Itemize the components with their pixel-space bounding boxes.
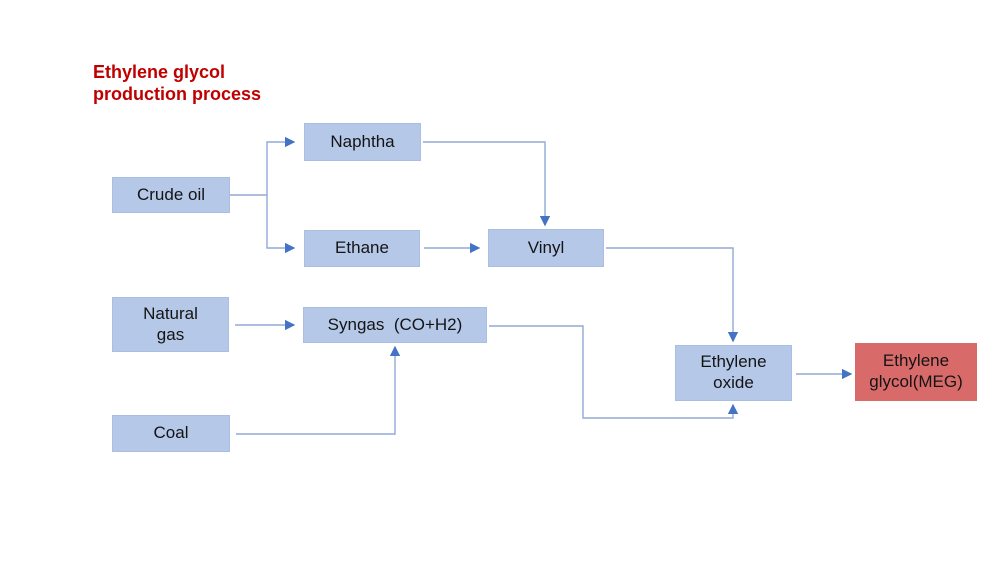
node-natural-gas: Natural gas	[112, 297, 229, 352]
node-syngas: Syngas (CO+H2)	[303, 307, 487, 343]
node-ethylene-oxide: Ethylene oxide	[675, 345, 792, 401]
edge-crude-oil-ethane	[266, 195, 296, 254]
node-ethane: Ethane	[304, 230, 420, 267]
node-vinyl: Vinyl	[488, 229, 604, 267]
diagram-title: Ethylene glycol production process	[93, 62, 262, 104]
edge-crude-oil-naphtha	[266, 136, 296, 195]
node-naphtha: Naphtha	[304, 123, 421, 161]
edge-vinyl-ethylene-oxide	[606, 247, 739, 343]
node-crude-oil: Crude oil	[112, 177, 230, 213]
edge-naphtha-vinyl	[423, 141, 551, 227]
node-coal: Coal	[112, 415, 230, 452]
node-ethylene-glycol-meg: Ethylene glycol(MEG)	[855, 343, 977, 401]
edge-coal-syngas	[236, 345, 401, 435]
